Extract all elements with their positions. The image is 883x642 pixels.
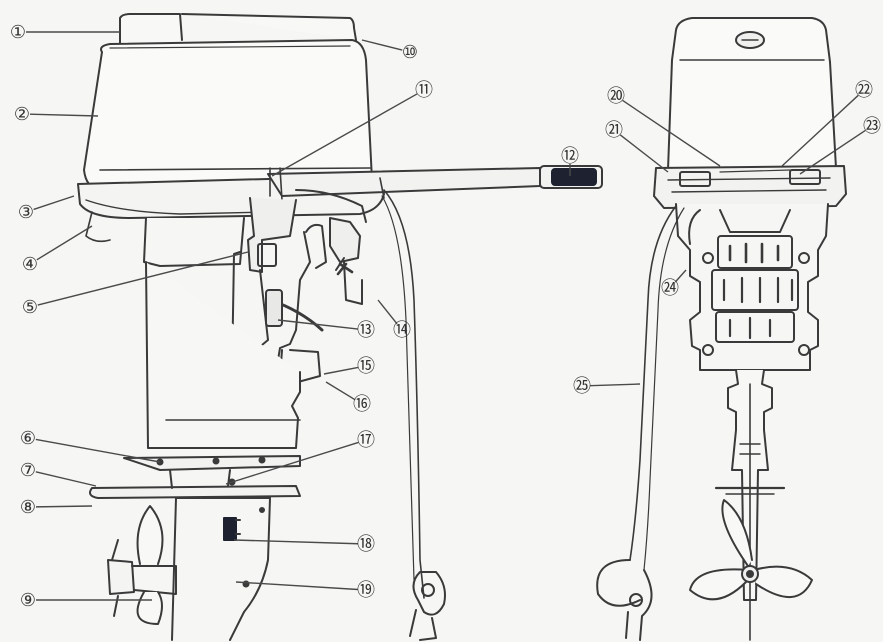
callout-leader-line	[674, 269, 687, 283]
callout-number: ⑩	[402, 42, 418, 63]
callout-17: ⑰	[225, 430, 375, 485]
callout-3: ③	[18, 195, 75, 223]
rear-bottom-cowling	[653, 165, 847, 209]
callout-number: ⑥	[20, 428, 36, 449]
callout-number: ⑨	[20, 590, 36, 611]
callout-leader-line	[277, 319, 359, 330]
callout-leader-line	[799, 129, 866, 175]
callout-leader-line	[325, 381, 356, 401]
callout-leader-line	[36, 225, 93, 261]
callout-24: ㉔	[661, 269, 687, 299]
tiller-handle	[267, 167, 541, 197]
callout-number: ㉒	[855, 80, 873, 101]
callout-22: ㉒	[781, 80, 873, 167]
callout-number: ⑱	[357, 534, 375, 555]
callout-16: ⑯	[325, 381, 371, 415]
callout-7: ⑦	[20, 460, 97, 487]
callout-leader-line	[271, 93, 418, 177]
callout-number: ⑧	[20, 497, 36, 518]
callout-number: ⑪	[415, 80, 433, 101]
callout-number: ②	[14, 104, 30, 125]
callout-leader-line	[589, 383, 641, 387]
callout-number: ⑤	[22, 297, 38, 318]
top-cowling	[83, 39, 373, 191]
callout-10: ⑩	[361, 39, 418, 63]
callout-leader-line	[35, 438, 161, 463]
callout-leader-line	[35, 471, 97, 487]
callout-2: ②	[14, 104, 99, 125]
callout-number: ⑬	[357, 320, 375, 341]
callout-leader-line	[781, 94, 859, 167]
callout-15: ⑮	[323, 356, 375, 377]
top-cover	[119, 13, 357, 49]
callout-14: ⑭	[377, 299, 411, 341]
callout-13: ⑬	[277, 319, 375, 341]
callout-20: ⑳	[607, 86, 721, 167]
lanyard-cord-left	[383, 189, 425, 599]
callout-8: ⑧	[20, 497, 93, 518]
callout-leader-line	[225, 441, 359, 485]
callout-leader-line	[235, 581, 359, 591]
side-view-drawing	[77, 13, 603, 641]
callout-leader-line	[619, 134, 669, 173]
callout-number: ㉑	[605, 120, 623, 141]
callout-1: ①	[10, 22, 120, 43]
lanyard-cord-right	[629, 205, 677, 561]
callout-9: ⑨	[20, 590, 152, 611]
callout-number: ③	[18, 202, 34, 223]
callout-18: ⑱	[233, 534, 375, 555]
callout-number: ⑯	[353, 394, 371, 415]
callout-leader-line	[35, 505, 93, 508]
callout-23: ㉓	[799, 116, 881, 175]
callout-4: ④	[22, 225, 93, 275]
callout-12: ⑫	[561, 146, 579, 176]
rear-mount-assembly	[675, 203, 829, 371]
anti-ventilation-plate	[123, 455, 301, 471]
callout-6: ⑥	[20, 428, 161, 463]
upper-midsection	[143, 217, 245, 267]
callout-number: ⑫	[561, 146, 579, 167]
callout-leader-line	[377, 299, 398, 325]
callout-number: ①	[10, 22, 26, 43]
callout-number: ⑲	[357, 580, 375, 601]
callout-11: ⑪	[271, 80, 433, 177]
callout-leader-line	[233, 539, 359, 545]
cavitation-plate	[89, 485, 301, 499]
callout-number: ⑮	[357, 356, 375, 377]
callout-5: ⑤	[22, 251, 249, 318]
callout-leader-line	[361, 39, 403, 51]
callout-number: ㉕	[573, 376, 591, 397]
rear-view-drawing	[596, 17, 847, 641]
callout-number: ⑦	[20, 460, 36, 481]
callout-number: ㉔	[661, 278, 679, 299]
callout-21: ㉑	[605, 120, 669, 173]
gearcase	[171, 497, 271, 641]
callout-leader-line	[323, 366, 359, 375]
rear-top-cowling	[667, 17, 837, 171]
callout-number: ④	[22, 254, 38, 275]
callout-number: ⑳	[607, 86, 625, 107]
callout-number: ⑰	[357, 430, 375, 451]
callout-leader-line	[33, 195, 75, 211]
callout-number: ㉓	[863, 116, 881, 137]
callout-leader-line	[37, 251, 249, 306]
callout-25: ㉕	[573, 376, 641, 397]
callout-number: ⑭	[393, 320, 411, 341]
propeller-rear	[689, 499, 813, 601]
driveshaft-housing	[145, 261, 301, 449]
propeller-side	[107, 505, 177, 625]
lanyard-clip-left	[409, 571, 446, 641]
callout-leader-line	[622, 99, 721, 167]
callout-19: ⑲	[235, 580, 375, 601]
callout-leader-line	[29, 113, 99, 117]
